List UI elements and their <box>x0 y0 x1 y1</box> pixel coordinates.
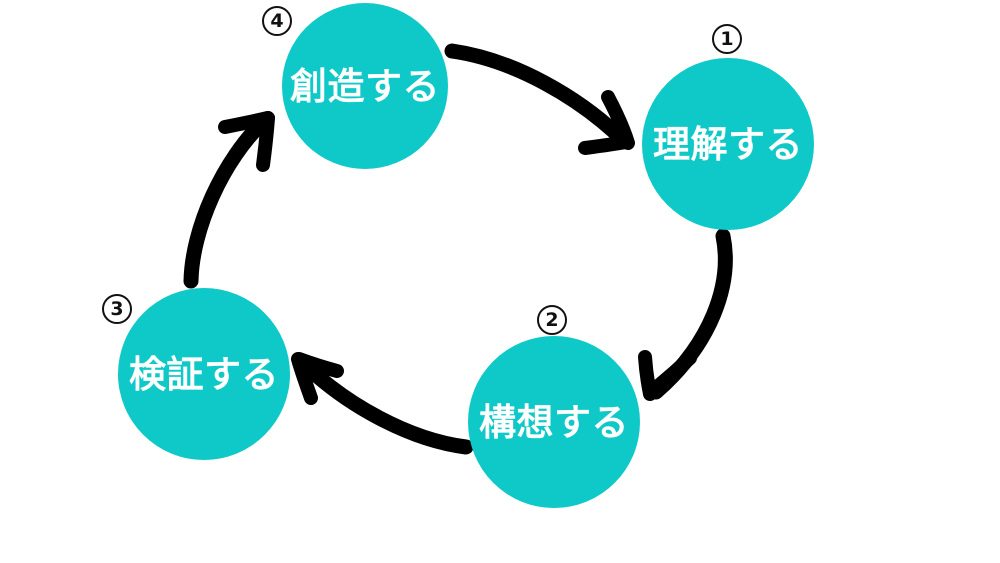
node-conceive[interactable]: 構想する <box>468 336 640 508</box>
badge-conceive: 2 <box>537 305 567 335</box>
badge-understand: 1 <box>712 24 742 54</box>
arrow-verify-to-create <box>183 111 275 289</box>
badge-create-number: 4 <box>270 9 284 32</box>
badge-verify-number: 3 <box>110 297 124 320</box>
arrow-conceive-to-verify <box>291 352 474 455</box>
node-conceive-label: 構想する <box>479 400 629 444</box>
node-verify[interactable]: 検証する <box>118 288 290 460</box>
badge-verify: 3 <box>102 294 132 324</box>
badge-understand-number: 1 <box>720 27 734 50</box>
node-create-label: 創造する <box>290 64 440 108</box>
arrow-create-to-understand <box>444 43 635 155</box>
node-verify-label: 検証する <box>129 352 279 396</box>
badge-create: 4 <box>262 6 292 36</box>
node-understand-label: 理解する <box>653 122 803 166</box>
badge-conceive-number: 2 <box>545 308 559 331</box>
arrow-understand-to-conceive <box>638 228 733 401</box>
node-understand[interactable]: 理解する <box>642 58 814 230</box>
node-create[interactable]: 創造する <box>282 3 448 169</box>
